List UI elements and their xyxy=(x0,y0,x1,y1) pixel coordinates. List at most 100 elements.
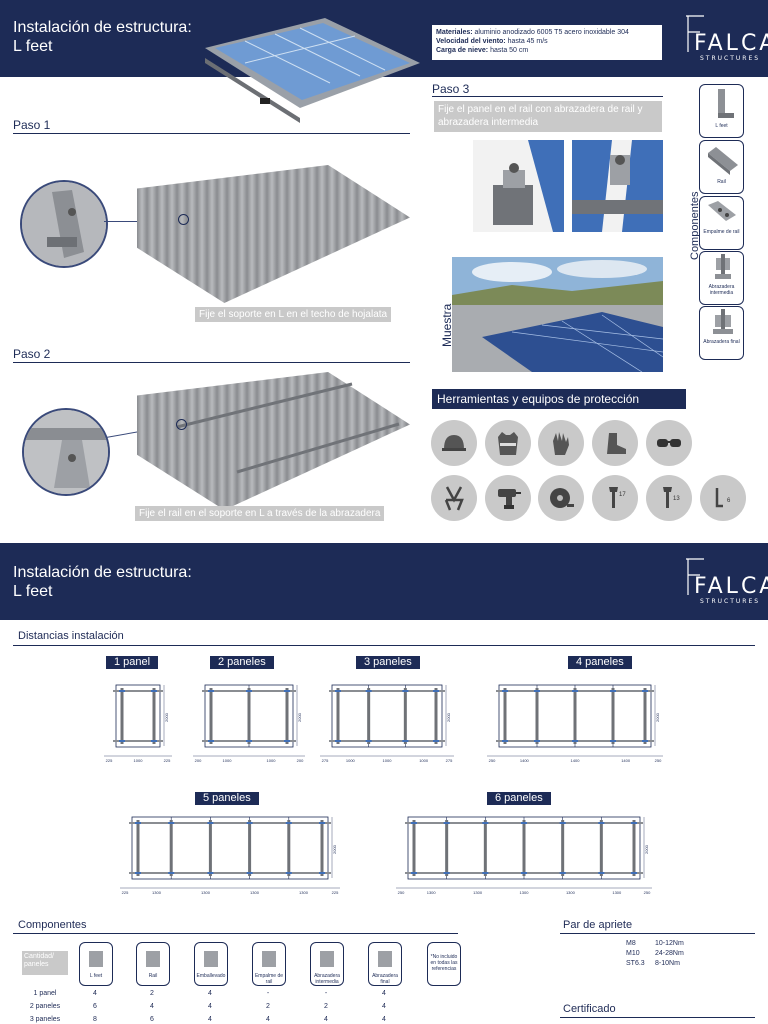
width-dim: 1300 xyxy=(612,890,622,895)
helmet-icon xyxy=(431,420,477,466)
table-cell: 6 xyxy=(93,1003,97,1010)
clamp-mark xyxy=(168,822,175,824)
paso2-rails xyxy=(176,382,400,474)
l-foot-post xyxy=(611,688,615,744)
width-dim: 1400 xyxy=(571,758,581,763)
rail xyxy=(113,740,163,742)
component-card-rail: Rail xyxy=(699,140,744,194)
table-cell: 4 xyxy=(266,1016,270,1023)
l-foot-post xyxy=(336,688,340,744)
l-foot-post xyxy=(412,820,416,876)
materiales-label: Materiales: xyxy=(436,29,473,36)
height-dim: 2000 xyxy=(164,712,169,722)
clamp-mark xyxy=(502,690,508,692)
paso1-detail-circle xyxy=(20,180,108,268)
clamp-mark xyxy=(246,822,253,824)
width-dim: 1000 xyxy=(346,758,356,763)
nieve-value: hasta 50 cm xyxy=(488,47,529,54)
paso1-caption: Fije el soporte en L en el techo de hoja… xyxy=(195,307,392,322)
table-cell: - xyxy=(324,990,328,997)
logo-mark-icon xyxy=(686,15,704,52)
distancias-title: Distancias instalación xyxy=(18,630,124,642)
page1-header: Instalación de estructura: L feet Materi… xyxy=(0,0,768,123)
title-line1: Instalación de estructura: xyxy=(13,564,192,581)
componentes-rule xyxy=(13,933,458,934)
table-header-label: *No incluido en todas las referencias xyxy=(430,954,458,972)
table-cell: 2 xyxy=(150,990,154,997)
specs-box: Materiales: aluminio anodizado 6005 T5 a… xyxy=(432,25,662,60)
allen-6-label: 6 xyxy=(727,498,731,504)
torque-size: ST6.3 xyxy=(626,960,645,967)
clamp-mark xyxy=(443,872,450,874)
header-panel-image xyxy=(205,18,420,123)
torque-value: 24-28Nm xyxy=(655,950,684,957)
component-thumb-icon xyxy=(378,946,392,972)
rail-splice-icon xyxy=(707,201,736,221)
l-foot-post xyxy=(287,820,291,876)
clamp-mark xyxy=(335,690,341,692)
tools-title: Herramientas y equipos de protección xyxy=(432,389,686,409)
allen-key-6-icon: 6 xyxy=(700,475,746,521)
width-dim: 1300 xyxy=(201,890,211,895)
height-dim: 2000 xyxy=(655,712,660,722)
l-foot-post xyxy=(434,688,438,744)
component-card-empalme: Empalme de rail xyxy=(699,196,744,250)
clamp-mark xyxy=(285,872,292,874)
table-cell: 4 xyxy=(208,1016,212,1023)
component-thumb-icon xyxy=(204,946,218,972)
title-line2: L feet xyxy=(13,38,53,55)
clamp-mark xyxy=(151,690,157,692)
componentes-title: Componentes xyxy=(18,919,87,931)
title-line2: L feet xyxy=(13,583,53,600)
paso2-rule xyxy=(13,362,410,363)
l-foot-post xyxy=(367,688,371,744)
paso3-title: Paso 3 xyxy=(432,82,470,96)
clamp-mark xyxy=(246,872,253,874)
clamp-mark xyxy=(482,822,489,824)
clamp-mark xyxy=(534,740,540,742)
height-dim: 2000 xyxy=(332,844,337,854)
table-cell: 4 xyxy=(208,990,212,997)
width-dim: 225 xyxy=(332,890,339,895)
clamp-mark xyxy=(631,872,637,874)
table-cell: 4 xyxy=(382,990,386,997)
wrench-17-icon: 17 xyxy=(592,475,638,521)
component-label: Rail xyxy=(717,179,726,185)
table-cell: 8 xyxy=(93,1016,97,1023)
clamp-mark xyxy=(598,872,605,874)
logo-subtext: STRUCTURES xyxy=(700,598,761,605)
layout-label: 3 paneles xyxy=(356,656,420,669)
panel-outline xyxy=(115,684,161,748)
mid-clamp-icon xyxy=(714,254,731,279)
certificado-title: Certificado xyxy=(563,1003,616,1015)
width-dim: 225 xyxy=(106,758,113,763)
layout-label: 5 paneles xyxy=(195,792,259,805)
layout-label: 4 paneles xyxy=(568,656,632,669)
torque-size: M10 xyxy=(626,950,640,957)
l-foot-post xyxy=(209,688,213,744)
table-cell: 4 xyxy=(382,1016,386,1023)
paso3-photo-mid-clamp xyxy=(572,140,663,232)
rail-icon xyxy=(707,147,738,175)
torque-value: 8-10Nm xyxy=(655,960,680,967)
falcat-logo: FALCAT STRUCTURES xyxy=(684,14,768,64)
clamp-mark xyxy=(534,690,540,692)
torque-size: M8 xyxy=(626,940,636,947)
width-dim: 1300 xyxy=(520,890,530,895)
clamp-mark xyxy=(402,690,409,692)
l-foot-post xyxy=(120,688,124,744)
paso1-rule xyxy=(13,133,410,134)
table-cell: 6 xyxy=(150,1016,154,1023)
paso3-photo-rail-clamp xyxy=(473,140,564,232)
clamp-mark xyxy=(610,690,616,692)
layout-label: 2 paneles xyxy=(210,656,274,669)
l-foot-post xyxy=(483,820,487,876)
component-card-abrazadera-intermedia: Abrazadera intermedia xyxy=(699,251,744,305)
table-row-label: 2 paneles xyxy=(29,1003,61,1010)
clamp-mark xyxy=(521,822,527,824)
l-foot-post xyxy=(247,688,251,744)
table-cell: 4 xyxy=(382,1003,386,1010)
component-label: Empalme de rail xyxy=(703,229,740,235)
panel-outline xyxy=(331,684,443,748)
